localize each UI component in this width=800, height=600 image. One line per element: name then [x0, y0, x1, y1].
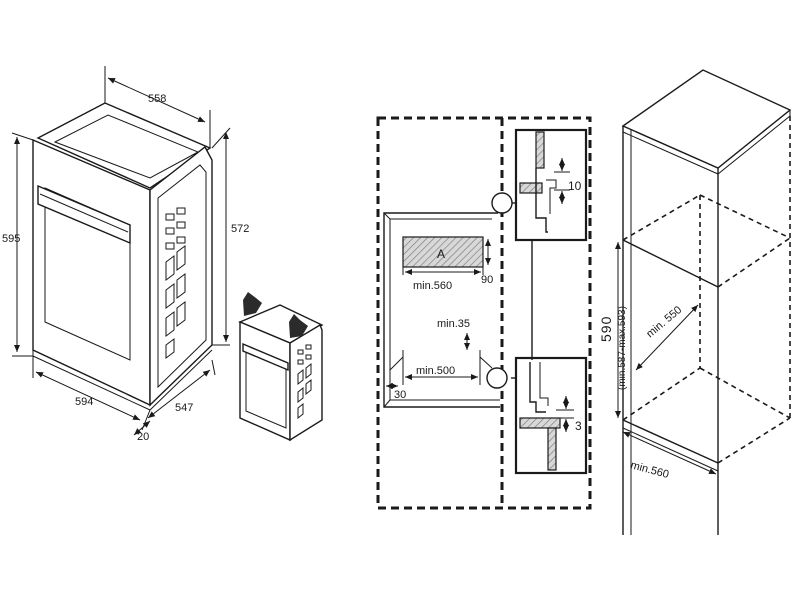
- dim-width-bottom: 594: [75, 396, 93, 408]
- oven-cavity-block: [402, 236, 484, 268]
- dim-door-offset: 20: [137, 431, 149, 443]
- oven-large-dimensions: 558 595 572 594 547 20: [2, 66, 249, 443]
- detail-upper-zoom: 10: [514, 128, 588, 242]
- lift-hand-right-icon: [289, 314, 308, 338]
- dim-bottom-width: min.500: [416, 365, 455, 377]
- side-vent-pattern: [165, 207, 186, 359]
- dim-height-left: 595: [2, 233, 20, 245]
- dim-height-right: 572: [231, 223, 249, 235]
- dim-cabinet-depth: min. 550: [644, 304, 684, 340]
- detail-circle-upper: [491, 192, 513, 214]
- small-vent-pattern: [297, 344, 312, 420]
- dim-cabinet-width: min.560: [629, 459, 670, 481]
- dim-cabinet-height: 590: [598, 316, 614, 342]
- dim-top-width: min.560: [413, 280, 452, 292]
- dim-lower-clearance: 3: [575, 419, 582, 433]
- dim-depth: 547: [175, 402, 193, 414]
- oven-small-drawing: [238, 292, 324, 442]
- dim-width-top: 558: [148, 93, 166, 105]
- oven-large-drawing: [32, 102, 213, 411]
- dim-upper-clearance: 10: [568, 179, 582, 193]
- dim-cabinet-height-range: (min.587-max.593): [617, 306, 628, 390]
- section-detail: A min.560 90 min.35 min.500 30: [376, 116, 592, 510]
- dim-bottom-offset: 30: [394, 389, 406, 401]
- detail-circle-lower: [486, 367, 508, 389]
- dim-top-height: 90: [481, 274, 493, 286]
- detail-lower-zoom: 3: [514, 356, 588, 475]
- lift-hand-left-icon: [243, 292, 262, 316]
- dim-vent-gap: min.35: [437, 318, 470, 330]
- cavity-label: A: [437, 247, 445, 261]
